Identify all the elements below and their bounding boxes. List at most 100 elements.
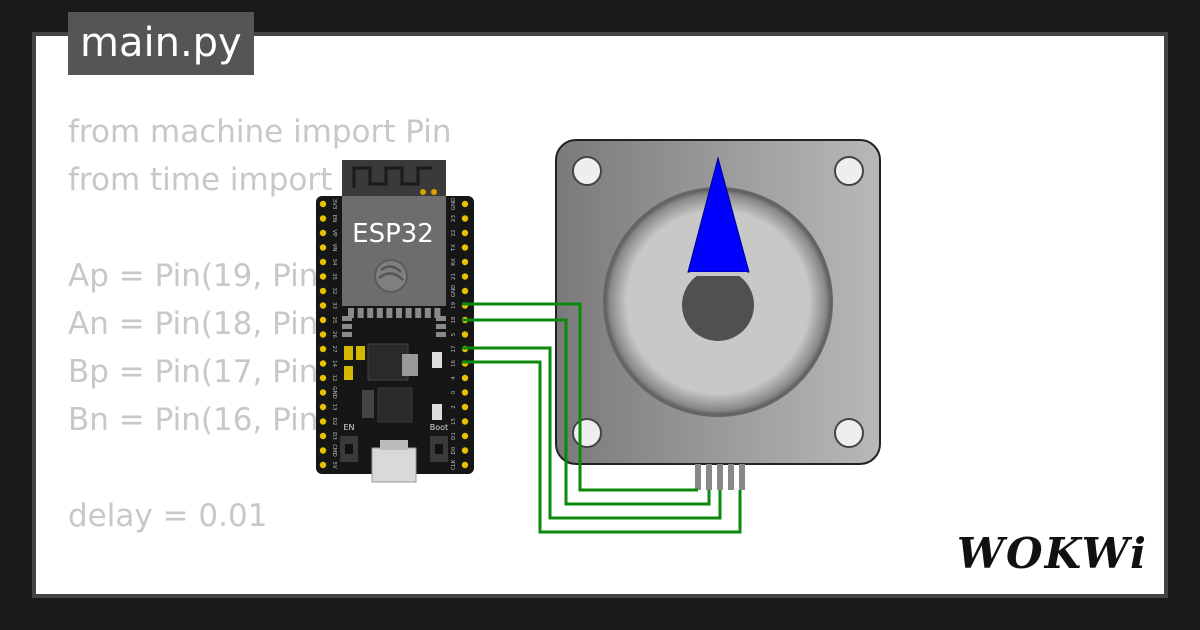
module-pad [376, 308, 383, 318]
right-pin-label: GND [451, 285, 457, 298]
chip-label: ESP32 [352, 219, 434, 249]
mount-hole [572, 156, 602, 186]
right-pin-label: 19 [451, 302, 457, 309]
left-pin[interactable] [319, 229, 327, 237]
right-pin-label: 16 [451, 360, 457, 367]
left-pin[interactable] [319, 389, 327, 396]
right-pin[interactable] [461, 331, 469, 338]
module-pad [436, 324, 446, 329]
left-pin[interactable] [319, 316, 327, 324]
right-pin[interactable] [461, 215, 469, 222]
right-pin[interactable] [461, 432, 469, 440]
right-pin-label: 5 [451, 332, 457, 336]
right-pin-label: TX [451, 244, 457, 252]
left-pin[interactable] [319, 200, 327, 208]
left-pin[interactable] [319, 360, 327, 367]
left-pin-header: 3V3ENVPVN343532332526271412GND13D2D3CMD5… [319, 199, 337, 469]
left-pin[interactable] [319, 287, 327, 295]
wires [462, 302, 742, 534]
left-pin[interactable] [319, 418, 327, 425]
left-pin-label: 13 [331, 404, 337, 411]
left-pin-label: 5V [331, 461, 337, 468]
left-pin-label: D2 [331, 418, 337, 426]
left-pin[interactable] [319, 215, 327, 222]
code-line: Bn = Pin(16, Pin.O [68, 402, 353, 438]
right-pin-label: 18 [451, 316, 457, 323]
left-pin-label: 33 [331, 302, 337, 309]
right-pin[interactable] [461, 403, 469, 411]
code-line: Ap = Pin(19, Pin.O [68, 258, 353, 294]
right-pin[interactable] [461, 244, 469, 251]
right-pin[interactable] [461, 461, 469, 469]
right-pin-label: 2 [451, 405, 457, 409]
right-pin[interactable] [461, 418, 469, 425]
left-pin-label: VP [331, 229, 337, 237]
left-pin[interactable] [319, 244, 327, 251]
left-pin-label: VN [331, 244, 337, 252]
module-pad [434, 308, 441, 318]
left-pin[interactable] [319, 258, 327, 266]
module-pad [396, 308, 402, 318]
right-pin[interactable] [461, 287, 469, 295]
left-pin-label: 25 [331, 317, 337, 324]
left-pin[interactable] [319, 461, 327, 469]
en-button-label: EN [343, 423, 354, 432]
left-pin[interactable] [319, 374, 327, 382]
module-pad [405, 308, 412, 318]
left-pin[interactable] [319, 403, 327, 411]
left-pin[interactable] [319, 447, 327, 454]
en-button[interactable] [340, 436, 358, 462]
right-pin[interactable] [461, 200, 469, 208]
left-pin[interactable] [319, 432, 327, 440]
module-pad [342, 332, 352, 337]
code-line: from machine import Pin [68, 114, 452, 150]
wire-18-a-minus[interactable] [462, 318, 711, 506]
left-pin-label: EN [331, 215, 337, 223]
boot-button[interactable] [430, 436, 448, 462]
wokwi-logo: WOKWi [956, 529, 1148, 578]
wire-16-b-minus[interactable] [462, 360, 742, 534]
usb-port [371, 440, 417, 483]
right-pin-label: 23 [451, 215, 457, 222]
wire-17-b-plus[interactable] [462, 346, 722, 520]
boot-button-label: Boot [430, 423, 448, 432]
right-pin-label: CLK [451, 459, 457, 470]
module-pad [415, 308, 422, 318]
right-pin[interactable] [461, 374, 469, 382]
left-pin[interactable] [319, 345, 327, 353]
wire-19-a-plus[interactable] [462, 302, 698, 492]
left-pin-label: 12 [331, 375, 337, 382]
motor-pins [695, 464, 745, 490]
right-pin-label: GND [451, 198, 457, 211]
antenna [342, 160, 446, 196]
left-pin-label: 32 [331, 288, 337, 295]
right-pin[interactable] [461, 447, 469, 454]
right-pin[interactable] [461, 273, 469, 280]
code-line: delay = 0.01 [68, 498, 268, 534]
usb-chip [377, 387, 413, 423]
right-pin-label: D1 [451, 432, 457, 440]
motor-shaft [682, 269, 754, 341]
right-pin[interactable] [461, 229, 469, 237]
file-tab-main-py[interactable]: main.py [68, 12, 254, 75]
right-pin[interactable] [461, 258, 469, 266]
left-pin[interactable] [319, 302, 327, 309]
stepper-motor[interactable] [555, 139, 881, 490]
module-pad [386, 308, 393, 318]
module-pad [342, 316, 352, 321]
right-pin-label: RX [451, 258, 457, 266]
left-pin[interactable] [319, 331, 327, 338]
regulator [367, 343, 409, 381]
left-pin[interactable] [319, 273, 327, 280]
antenna-trace [352, 166, 432, 188]
left-pin-label: 34 [331, 259, 337, 266]
left-pin-label: 27 [331, 346, 337, 353]
mount-hole [572, 418, 602, 448]
left-pin-label: CMD [331, 444, 337, 457]
right-pin[interactable] [461, 389, 469, 396]
left-pin-label: GND [331, 386, 337, 399]
